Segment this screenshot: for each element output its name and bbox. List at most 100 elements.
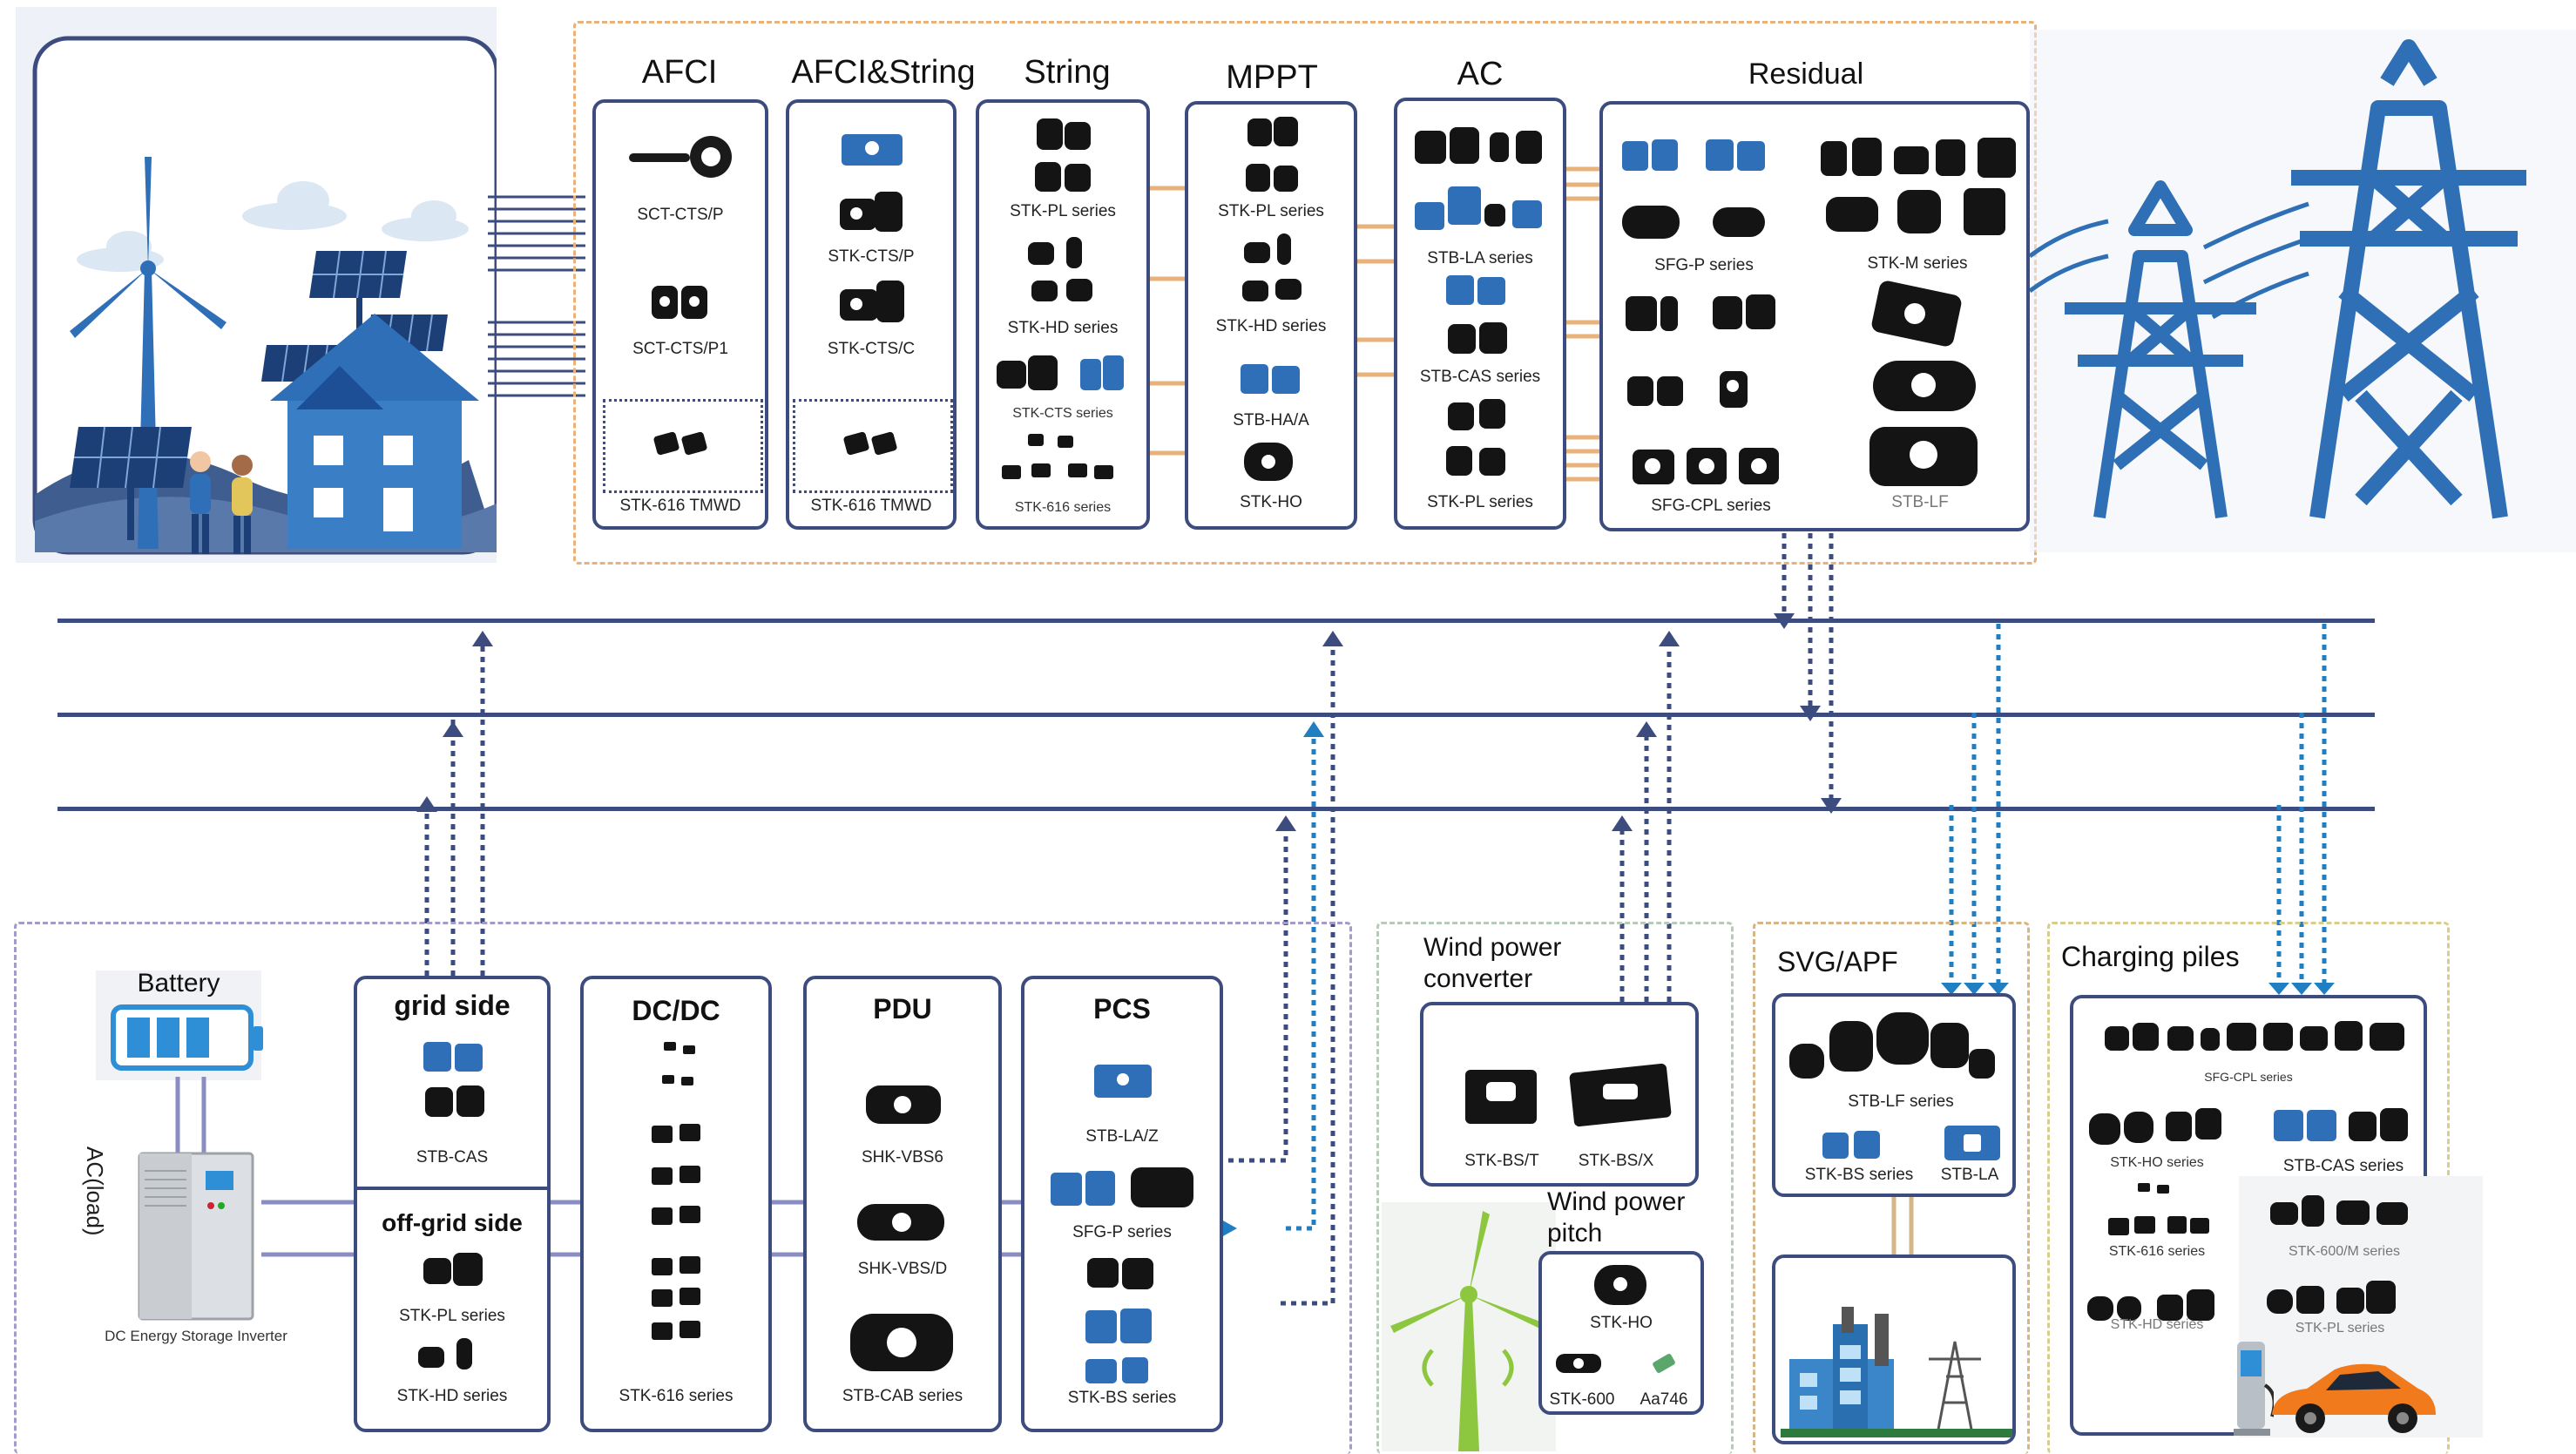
- solar-panel-icon: [309, 250, 407, 348]
- item-label: STB-HA/A: [1233, 411, 1309, 429]
- item-label: STK-CTS series: [1012, 406, 1113, 421]
- item-label: STB-CAB series: [842, 1387, 963, 1405]
- sensor-icon: [1826, 185, 2018, 239]
- item-label: STK-616 TMWD: [810, 497, 932, 515]
- group-box-string: [976, 99, 1150, 530]
- sensor-icon: [1415, 186, 1545, 237]
- sensor-icon: [842, 129, 903, 167]
- item-label: SHK-VBS6: [862, 1148, 943, 1167]
- chip-icon: [648, 1042, 709, 1373]
- connection-lines: [488, 195, 585, 397]
- group-title-ac: AC: [1457, 56, 1504, 92]
- sensor-icon: [845, 1307, 958, 1376]
- sensor-ring-icon: [629, 136, 732, 178]
- orange-connectors: [1566, 166, 1599, 482]
- dotted-frame: [603, 399, 763, 493]
- sensor-icon: [1239, 117, 1305, 197]
- sensor-icon: [1244, 443, 1296, 483]
- item-label: STK-616 TMWD: [619, 497, 741, 515]
- cable-lines: [175, 1077, 206, 1155]
- sensor-icon: [2089, 1103, 2225, 1146]
- sensor-icon: [1822, 1129, 1883, 1162]
- sensor-icon: [997, 354, 1127, 394]
- chip-icon: [1652, 1352, 1678, 1375]
- wind-turbine-icon: [1382, 1202, 1556, 1451]
- group-box-mppt: [1185, 101, 1357, 530]
- pdu-title: PDU: [873, 993, 932, 1025]
- sensor-icon: [2274, 1103, 2410, 1146]
- power-tower-icon: [2030, 30, 2576, 552]
- item-label: STK-616 series: [2108, 1244, 2206, 1259]
- inverter-label: DC Energy Storage Inverter: [105, 1328, 287, 1344]
- sensor-icon: [1863, 422, 1984, 491]
- group-title-residual: Residual: [1748, 57, 1864, 91]
- item-label: STK-PL series: [1218, 202, 1324, 220]
- bus-line-3: [57, 807, 2375, 811]
- house-icon: [270, 314, 479, 549]
- factory-icon: [1781, 1307, 2012, 1437]
- item-label: STK-HD series: [2110, 1317, 2204, 1332]
- wind-power-section: [1376, 922, 1734, 1454]
- dcdc-title: DC/DC: [632, 995, 720, 1026]
- sensor-icon: [418, 1251, 488, 1289]
- sensor-icon: [1237, 233, 1307, 303]
- sensor-icon: [1084, 1258, 1162, 1389]
- battery-icon: [111, 1004, 263, 1071]
- item-label: SFG-CPL series: [1651, 497, 1771, 515]
- sensor-icon: [1821, 134, 2021, 181]
- wind-pitch-title: Wind power pitch: [1547, 1187, 1686, 1248]
- dotted-frame: [793, 399, 953, 493]
- item-label: STK-PL series: [1010, 202, 1116, 220]
- group-title-mppt: MPPT: [1226, 59, 1318, 96]
- wind-pitch-box: [1538, 1251, 1704, 1415]
- sensor-icon: [1464, 1068, 1540, 1127]
- item-label: SFG-P series: [1654, 256, 1754, 274]
- item-label: STK-CTS/C: [827, 340, 916, 358]
- sensor-icon: [1094, 1061, 1155, 1101]
- sensor-icon: [2087, 1286, 2223, 1328]
- inverter-cabinet-icon: [138, 1152, 254, 1321]
- sensor-icon: [1031, 118, 1098, 197]
- grid-offgrid-box: [354, 976, 551, 1432]
- item-label: STK-PL series: [2295, 1321, 2385, 1336]
- item-label: STK-600: [1549, 1390, 1615, 1409]
- group-title-string: String: [1024, 54, 1111, 91]
- item-label: STK-HD series: [1215, 317, 1327, 335]
- charging-title: Charging piles: [2061, 941, 2240, 972]
- chip-icon: [2108, 1183, 2213, 1235]
- grid-side-title: grid side: [394, 990, 510, 1021]
- item-label: STB-CAS: [416, 1148, 489, 1167]
- sensor-icon: [1415, 127, 1545, 167]
- item-label: STB-LF series: [1848, 1092, 1954, 1111]
- item-label: STB-LF: [1891, 493, 1949, 511]
- dcdc-box: [580, 976, 772, 1432]
- bus-line-1: [57, 619, 2375, 623]
- people-icon: [190, 451, 253, 554]
- sensor-icon: [1028, 237, 1098, 307]
- sensor-icon: [2270, 1192, 2413, 1232]
- item-label: STB-LA: [1940, 1166, 1999, 1184]
- sensor-icon: [840, 192, 904, 233]
- item-label: STK-BS/X: [1578, 1152, 1654, 1170]
- charging-station-icon: [2234, 1342, 2274, 1436]
- sensor-icon: [416, 1338, 486, 1373]
- item-label: SCT-CTS/P: [637, 206, 724, 224]
- chip-icon: [1002, 434, 1115, 486]
- sensor-icon: [1241, 362, 1302, 397]
- group-box-afci: [592, 99, 768, 530]
- item-label: STK-BS series: [1067, 1389, 1177, 1407]
- group-title-afci: AFCI: [641, 54, 718, 91]
- sensor-icon: [854, 1190, 950, 1248]
- sensor-icon: [1594, 1265, 1648, 1307]
- item-label: SFG-CPL series: [2204, 1070, 2293, 1084]
- bus-line-2: [57, 713, 2375, 717]
- item-label: SCT-CTS/P1: [632, 340, 728, 358]
- group-title-afci-string: AFCI&String: [791, 54, 976, 91]
- sensor-icon: [1789, 1012, 1998, 1089]
- ev-car-icon: [2272, 1363, 2436, 1433]
- item-label: SHK-VBS/D: [857, 1260, 948, 1278]
- sensor-icon: [1622, 197, 1770, 242]
- item-label: STK-HD series: [396, 1387, 508, 1405]
- item-label: STK-PL series: [1427, 493, 1533, 511]
